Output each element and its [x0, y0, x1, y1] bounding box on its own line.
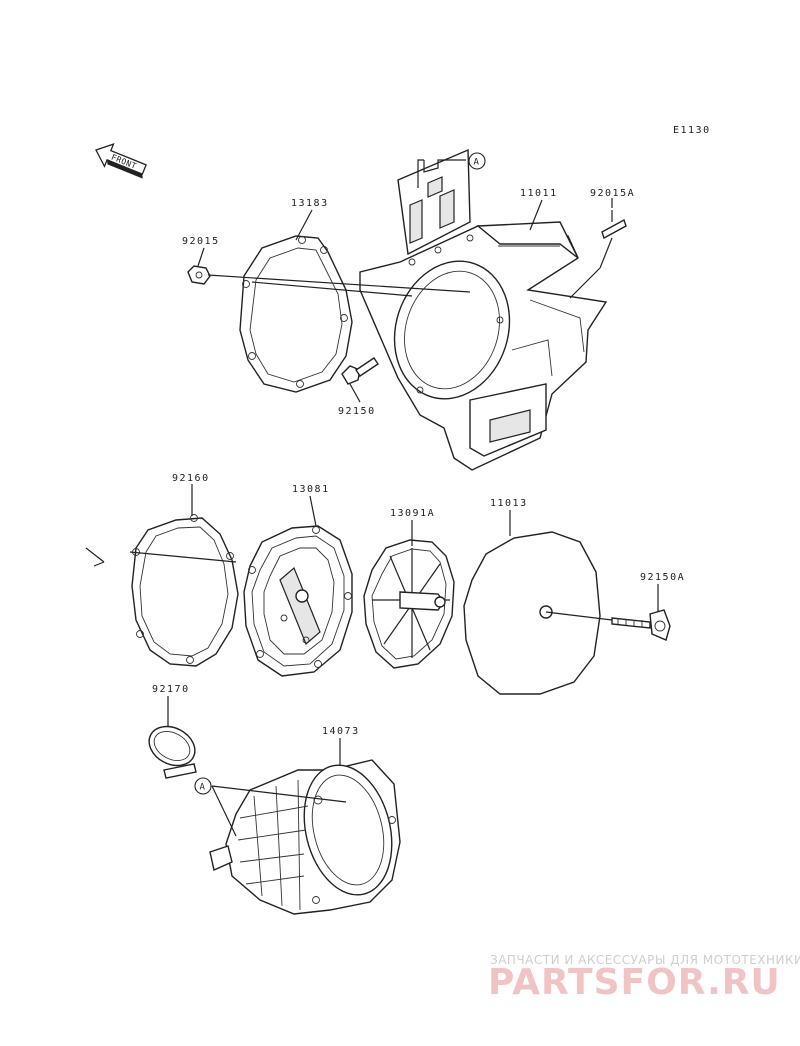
part-label-13183: 13183 — [291, 198, 329, 209]
watermark-tagline: ЗАПЧАСТИ И АКСЕССУАРЫ ДЛЯ МОТОТЕХНИКИ — [490, 953, 800, 967]
part-label-92015: 92015 — [182, 236, 220, 247]
pin-92015A — [601, 210, 627, 240]
svg-text:A: A — [200, 783, 206, 793]
ref-marker-a-bottom: A — [194, 777, 212, 795]
wing-bolt-92150A — [611, 609, 671, 641]
part-label-11011: 11011 — [520, 188, 558, 199]
part-label-14073: 14073 — [322, 726, 360, 737]
intake-duct-14073 — [209, 759, 401, 915]
part-label-92150A: 92150A — [640, 572, 685, 583]
svg-text:A: A — [474, 158, 480, 168]
part-label-13081: 13081 — [292, 484, 330, 495]
clamp-92170 — [148, 725, 197, 779]
part-label-92150: 92150 — [338, 406, 376, 417]
air-filter-element-11013 — [463, 531, 601, 695]
part-label-13091A: 13091A — [390, 508, 435, 519]
part-label-92170: 92170 — [152, 684, 190, 695]
part-label-92015A: 92015A — [590, 188, 635, 199]
air-box-housing — [359, 148, 608, 471]
gasket-13183 — [239, 235, 353, 393]
ref-marker-a-top: A — [468, 152, 486, 170]
filter-cage-13091A — [363, 539, 455, 669]
front-arrow-icon: FRONT — [95, 143, 147, 179]
gasket-92160 — [131, 514, 239, 667]
nut-92015 — [187, 265, 211, 285]
bolt-92150 — [341, 357, 379, 385]
diagram-code: E1130 — [673, 125, 711, 136]
part-label-11013: 11013 — [490, 498, 528, 509]
watermark-logo: PARTSFOR.RU — [488, 962, 781, 1003]
filter-holder-13081 — [243, 525, 353, 677]
part-label-92160: 92160 — [172, 473, 210, 484]
